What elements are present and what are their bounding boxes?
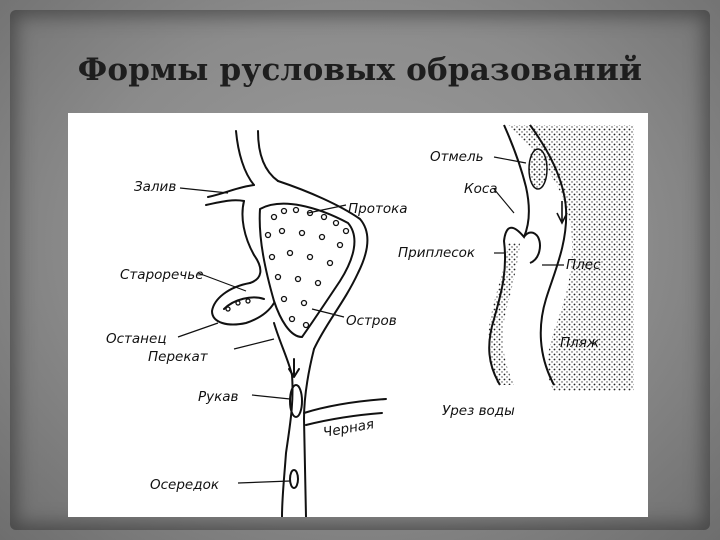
lower-west-bank xyxy=(274,323,293,517)
label-spit: Коса xyxy=(464,181,498,197)
label-oxbow: Староречье xyxy=(120,267,204,283)
label-reach: Плес xyxy=(566,257,601,273)
river-forms-diagram: Залив Протока Староречье Остров Останец … xyxy=(68,113,648,517)
shoal-shape xyxy=(290,470,298,488)
upstream-east-bank xyxy=(258,131,278,181)
label-shallows: Приплесок xyxy=(398,245,476,261)
tributary-upper-bank xyxy=(304,399,386,413)
spit-hook xyxy=(524,233,540,264)
label-remnant: Останец xyxy=(106,331,167,347)
island-outline xyxy=(260,204,355,337)
west-bank xyxy=(242,201,260,283)
label-bay: Залив xyxy=(134,179,176,195)
label-sandbank: Отмель xyxy=(430,149,484,165)
bay-arm-upper xyxy=(208,185,254,197)
label-channel: Протока xyxy=(348,201,408,217)
label-beach: Пляж xyxy=(560,335,600,351)
label-branch: Рукав xyxy=(198,389,239,405)
slide-title: Формы русловых образований xyxy=(0,52,720,88)
lower-east-bank xyxy=(304,349,314,517)
right-river-diagram xyxy=(489,125,634,391)
label-riffle: Перекат xyxy=(148,349,209,365)
label-waterline: Урез воды xyxy=(442,403,515,419)
label-shoal: Осередок xyxy=(150,477,220,493)
left-labels: Залив Протока Староречье Остров Останец … xyxy=(106,179,408,493)
figure-panel: Залив Протока Староречье Остров Останец … xyxy=(68,113,648,517)
upstream-west-bank xyxy=(236,131,254,185)
oxbow-loop xyxy=(212,283,274,325)
bay-arm-lower xyxy=(206,200,244,205)
label-island: Остров xyxy=(346,313,397,329)
sandbank-oval xyxy=(529,149,547,189)
